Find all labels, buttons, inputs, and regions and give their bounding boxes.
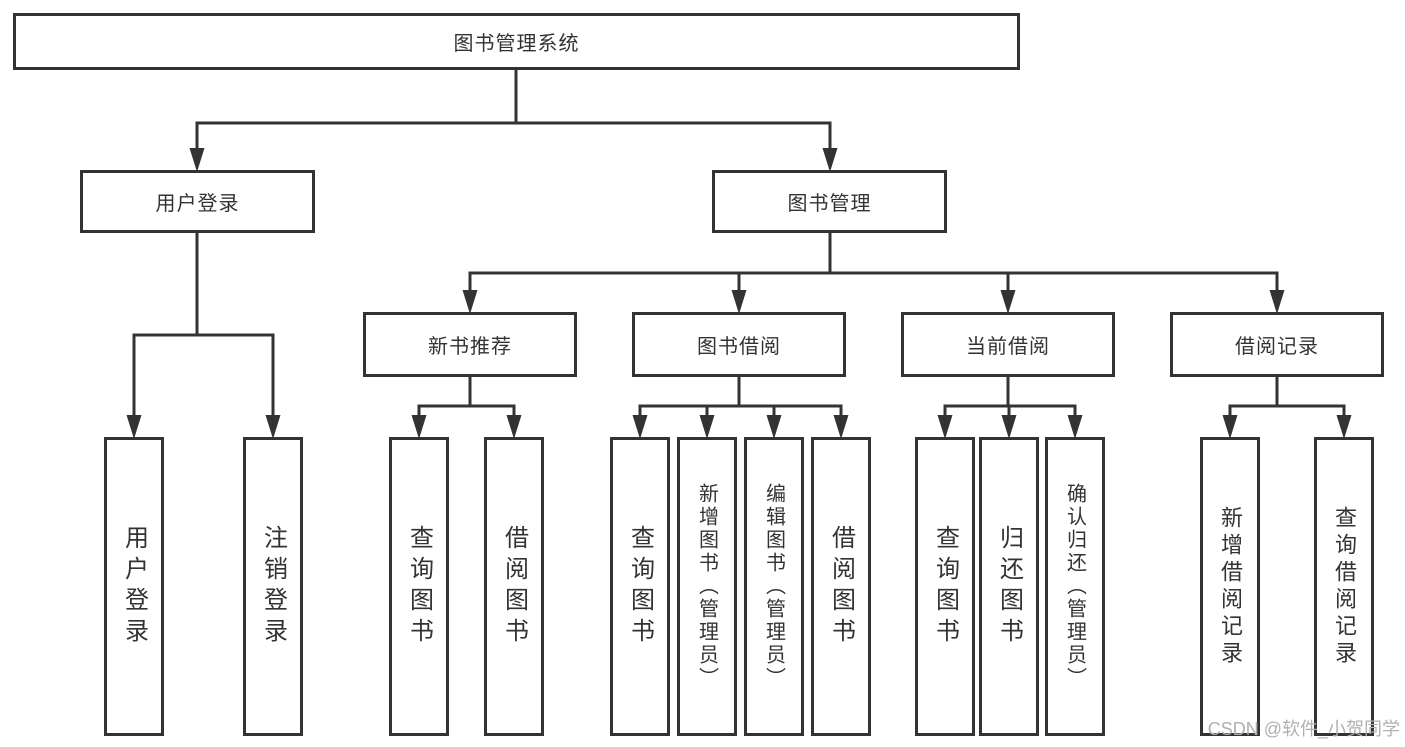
leaf-borrow-borrow-books: 借阅图书	[811, 437, 871, 736]
leaf-records-query-record-label: 查询借阅记录	[1332, 505, 1357, 668]
connector-borrow-records-branch	[1228, 375, 1346, 419]
node-borrow-records: 借阅记录	[1170, 312, 1384, 377]
node-book-borrow: 图书借阅	[632, 312, 846, 377]
node-user-login: 用户登录	[80, 170, 315, 233]
leaf-borrow-add-books-admin: 新增图书（管理员）	[677, 437, 737, 736]
connector-current-borrow-branch	[943, 375, 1077, 419]
leaf-records-add-record-label: 新增借阅记录	[1218, 505, 1243, 668]
watermark: CSDN @软件_小贺同学	[1207, 719, 1400, 739]
leaf-borrow-edit-books-admin: 编辑图书（管理员）	[744, 437, 804, 736]
leaf-logout: 注销登录	[243, 437, 303, 736]
leaf-recommend-borrow-books-label: 借阅图书	[500, 524, 528, 649]
node-new-book-recommend: 新书推荐	[363, 312, 577, 377]
leaf-records-query-record: 查询借阅记录	[1314, 437, 1374, 736]
leaf-current-confirm-return-admin-label: 确认归还（管理员）	[1063, 483, 1086, 690]
leaf-current-confirm-return-admin: 确认归还（管理员）	[1045, 437, 1105, 736]
leaf-borrow-query-books-label: 查询图书	[626, 524, 654, 649]
node-root-label: 图书管理系统	[453, 33, 580, 55]
node-book-borrow-label: 图书借阅	[697, 336, 781, 358]
node-root: 图书管理系统	[13, 13, 1020, 70]
leaf-user-login-label: 用户登录	[120, 524, 148, 649]
node-book-management-label: 图书管理	[787, 193, 872, 215]
node-user-login-label: 用户登录	[155, 193, 240, 215]
leaf-user-login: 用户登录	[104, 437, 164, 736]
node-current-borrow: 当前借阅	[901, 312, 1115, 377]
leaf-recommend-query-books: 查询图书	[389, 437, 449, 736]
leaf-recommend-borrow-books: 借阅图书	[484, 437, 544, 736]
leaf-current-return-books-label: 归还图书	[995, 524, 1023, 649]
leaf-records-add-record: 新增借阅记录	[1200, 437, 1260, 736]
leaf-borrow-add-books-admin-label: 新增图书（管理员）	[695, 483, 718, 690]
leaf-borrow-edit-books-admin-label: 编辑图书（管理员）	[762, 483, 785, 690]
connector-new-book-recommend-branch	[417, 375, 516, 419]
leaf-current-query-books-label: 查询图书	[931, 524, 959, 649]
leaf-current-return-books: 归还图书	[979, 437, 1039, 736]
node-borrow-records-label: 借阅记录	[1235, 336, 1319, 358]
arrowheads	[126, 148, 1352, 439]
leaf-current-query-books: 查询图书	[915, 437, 975, 736]
node-book-management: 图书管理	[712, 170, 947, 233]
leaf-recommend-query-books-label: 查询图书	[405, 524, 433, 649]
connector-user-login-branch	[132, 231, 275, 419]
connector-book-management-branch	[468, 231, 1279, 294]
connector-book-borrow-branch	[638, 375, 843, 419]
node-new-book-recommend-label: 新书推荐	[428, 336, 512, 358]
leaf-borrow-borrow-books-label: 借阅图书	[827, 524, 855, 649]
leaf-logout-label: 注销登录	[259, 524, 287, 649]
node-current-borrow-label: 当前借阅	[966, 336, 1050, 358]
connector-root-to-level2	[195, 68, 832, 152]
leaf-borrow-query-books: 查询图书	[610, 437, 670, 736]
